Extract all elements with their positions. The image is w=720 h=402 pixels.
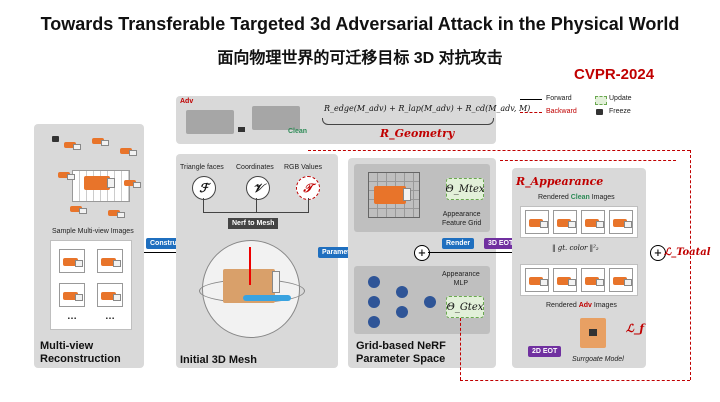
backward-path xyxy=(460,318,461,380)
l-total: ℒ_Toatal xyxy=(664,247,711,258)
backward-path xyxy=(690,150,691,380)
sample-image xyxy=(59,249,85,273)
color-distance: ‖ gt. color ‖²₂ xyxy=(552,244,599,252)
adv-image xyxy=(609,268,633,292)
rotation-arrow xyxy=(243,295,291,301)
sum-node: + xyxy=(414,245,430,261)
triangle-faces-label: Triangle faces xyxy=(180,164,224,171)
loss-brace xyxy=(322,118,494,125)
nerf-title: Grid-based NeRF Parameter Space xyxy=(356,340,446,365)
adv-images-row xyxy=(520,264,638,296)
clean-image xyxy=(581,210,605,234)
2d-eot-tag: 2D EOT xyxy=(528,346,562,357)
rendered-clean-label: Rendered Clean Images xyxy=(538,194,615,201)
mlp-node xyxy=(368,316,380,328)
legend-forward: Forward xyxy=(546,95,572,102)
mlp-node xyxy=(396,286,408,298)
legend: Forward Backward Update Freeze xyxy=(520,94,705,124)
clean-image xyxy=(609,210,633,234)
r-appearance: R_Appearance xyxy=(516,175,604,188)
rgb-values-label: RGB Values xyxy=(284,164,322,171)
mesh-bracket-center xyxy=(256,198,257,212)
faces-symbol: ℱ xyxy=(192,176,216,200)
adv-image xyxy=(525,268,549,292)
clean-label: Clean xyxy=(288,128,308,135)
l-f: ℒ_f xyxy=(626,322,645,335)
sample-image xyxy=(97,249,123,273)
mesh-title: Initial 3D Mesh xyxy=(180,354,258,366)
more-images-ellipsis: … xyxy=(67,311,77,322)
lock-icon xyxy=(596,109,603,115)
feature-grid-label: Appearance Feature Grid xyxy=(442,211,482,227)
title-english: Towards Transferable Targeted 3d Adversa… xyxy=(40,14,680,34)
sample-image xyxy=(59,283,85,307)
legend-update: Update xyxy=(609,95,632,102)
adv-image xyxy=(553,268,577,292)
reconstruction-title: Multi-view Reconstruction xyxy=(40,340,121,365)
legend-freeze: Freeze xyxy=(609,108,631,115)
clean-images-row xyxy=(520,206,638,238)
r-geometry: R_Geometry xyxy=(380,127,455,140)
theta-m-param: Θ_Mtex xyxy=(446,178,485,200)
venue-label: CVPR-2024 xyxy=(574,66,655,83)
theta-g-param: Θ_Gtex xyxy=(446,296,484,318)
backward-arrow xyxy=(520,112,542,113)
update-swatch xyxy=(595,96,607,105)
3d-eot-tag: 3D EOT xyxy=(484,238,518,249)
mesh-sphere xyxy=(199,240,305,338)
sample-image xyxy=(97,283,123,307)
construction-tag: Construction xyxy=(146,238,198,249)
forward-arrow xyxy=(520,99,542,100)
lock-icon xyxy=(238,124,246,132)
axis-arrow xyxy=(249,247,251,285)
lock-icon xyxy=(589,329,597,336)
mesh-bracket xyxy=(203,198,309,213)
rgb-symbol: 𝒯 xyxy=(296,176,320,200)
backward-path xyxy=(500,160,676,161)
sample-views-label: Sample Multi-view Images xyxy=(52,228,134,235)
title-chinese: 面向物理世界的可迁移目标 3D 对抗攻击 xyxy=(217,50,503,67)
camera-ring-views xyxy=(58,138,141,222)
construction-arrow xyxy=(144,252,176,253)
legend-backward: Backward xyxy=(546,108,577,115)
total-sum-node: + xyxy=(650,245,666,261)
mlp-node xyxy=(368,276,380,288)
render-tag: Render xyxy=(442,238,475,249)
adv-truck-mesh xyxy=(186,110,234,134)
grid-truck xyxy=(374,186,411,204)
adv-image xyxy=(581,268,605,292)
mlp-node xyxy=(368,296,380,308)
adv-label: Adv xyxy=(180,98,194,105)
surrogate-model-icon xyxy=(580,318,606,348)
sample-images-grid: … … xyxy=(50,240,132,330)
coordinates-label: Coordinates xyxy=(236,164,274,171)
geometry-loss-terms: R_edge(M_adv) + R_lap(M_adv) + R_cd(M_ad… xyxy=(324,104,531,113)
backward-path xyxy=(308,150,690,151)
parametric-tag: Parametric xyxy=(318,247,363,258)
backward-path xyxy=(460,380,690,381)
mlp-node xyxy=(424,296,436,308)
more-images-ellipsis: … xyxy=(105,311,115,322)
feature-grid-box xyxy=(354,164,490,232)
clean-image xyxy=(525,210,549,234)
mlp-label: Appearance MLP xyxy=(442,271,480,287)
rendered-adv-label: Rendered Adv Images xyxy=(546,302,617,309)
clean-truck-mesh xyxy=(252,106,300,130)
coordinates-symbol: 𝒱 xyxy=(246,176,270,200)
clean-image xyxy=(553,210,577,234)
mlp-node xyxy=(396,306,408,318)
surrogate-model-label: Surrgoate Model xyxy=(572,356,624,363)
nerf-to-mesh-tag: Nerf to Mesh xyxy=(228,218,279,229)
camera-icon xyxy=(52,136,59,142)
